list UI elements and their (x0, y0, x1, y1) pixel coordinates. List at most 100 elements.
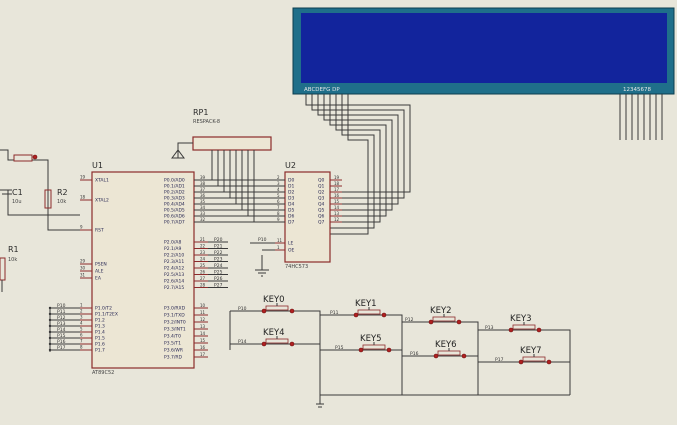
u2-pin-number: 13 (334, 211, 340, 216)
u2-pin-name: Q3 (318, 196, 325, 202)
u1-pin-number: 14 (200, 331, 206, 336)
u1-pin-name: P3.4/T0 (164, 334, 181, 340)
u1-pin-number: 31 (80, 273, 86, 278)
u1-pin-number: 35 (200, 199, 206, 204)
key-net-label: P17 (495, 357, 504, 363)
u2-pin-name: D1 (288, 184, 294, 190)
u1-pin-name: P2.1/A9 (164, 246, 181, 252)
u2-pin-name: Q4 (318, 202, 325, 208)
u1-pin-name: P0.3/AD3 (164, 196, 185, 202)
key-terminal-dot (428, 319, 434, 325)
u1-pin-number: 12 (200, 317, 206, 322)
u1-pin-name: P0.2/AD2 (164, 190, 185, 196)
key-terminal-dot (261, 308, 267, 314)
p2-net-label: P25 (214, 270, 223, 276)
p2-net-label: P24 (214, 263, 223, 269)
p1-net-label: P11 (57, 309, 66, 315)
key-cap (437, 350, 461, 356)
c1-value: 10u (12, 199, 22, 205)
u1-pin-number: 28 (200, 282, 206, 287)
u2-pin-name: Q5 (318, 208, 325, 214)
u1-pin-name: P3.0/RXD (164, 306, 186, 312)
u1-pin-name: P2.6/A14 (164, 279, 184, 285)
p2-net-label: P20 (214, 237, 223, 243)
u1-part: AT89C52 (92, 370, 114, 376)
u1-pin-number: 18 (80, 195, 86, 200)
u1-pin-number: 6 (80, 333, 83, 338)
u1-pin-number: 39 (200, 175, 206, 180)
u1-pin-name: P0.6/AD6 (164, 214, 185, 220)
u2-pin-number: 12 (334, 217, 340, 222)
u1-pin-name: P0.5/AD5 (164, 208, 185, 214)
key-cap (265, 305, 289, 311)
lcd-digit-pins (619, 94, 663, 140)
key-label: KEY0 (263, 295, 285, 305)
lcd-digit-labels: 12345678 (623, 87, 651, 93)
u1-pin-name: RST (95, 228, 104, 234)
u2-pin-name: D5 (288, 208, 294, 214)
keys: KEY0P10KEY4P14KEY1P11KEY5P15KEY2P12KEY6P… (238, 295, 555, 365)
u1-pin-number: 8 (80, 345, 83, 350)
key-cap (362, 344, 386, 350)
u2-pin-name: D7 (288, 220, 294, 226)
u1-pin-name: P1.7 (95, 348, 105, 354)
u1-pin-name: P1.6 (95, 342, 105, 348)
u2-pin-number: 4 (277, 187, 280, 192)
u1-pin-name: P3.3/INT1 (164, 327, 186, 333)
u2-pin-number: 19 (334, 175, 340, 180)
p1-net-label: P14 (57, 327, 66, 333)
u1-pin-name: P3.2/INT0 (164, 320, 186, 326)
key-net-label: P13 (485, 325, 494, 331)
u1-pin-number: 17 (200, 352, 206, 357)
u2-pin-number: 11 (277, 238, 283, 243)
p2-net-label: P22 (214, 250, 223, 256)
u1-pin-number: 15 (200, 338, 206, 343)
lcd-display: ABCDEFG DP 12345678 (292, 7, 675, 95)
reset-button (13, 154, 33, 162)
u2-pin-number: 5 (277, 193, 280, 198)
key-matrix-wiring (229, 310, 571, 408)
u2-pin-name: Q2 (318, 190, 325, 196)
lcd-screen (301, 13, 667, 83)
u2-pin-name: Q6 (318, 214, 325, 220)
u2-pin-number: 16 (334, 193, 340, 198)
key-terminal-dot (456, 319, 462, 325)
p2-net-label: P21 (214, 244, 223, 250)
u2-pin-number: 2 (277, 175, 280, 180)
u1-pin-number: 21 (200, 237, 206, 242)
key-terminal-dot (289, 308, 295, 314)
u1-mcu: U1 AT89C52 19XTAL118XTAL29RST29PSEN30ALE… (48, 161, 228, 376)
p1-net-label: P13 (57, 321, 66, 327)
r1-ref: R1 (8, 245, 19, 254)
p1-net-label: P15 (57, 333, 66, 339)
u1-pin-number: 3 (80, 315, 83, 320)
u2-pin-number: 14 (334, 205, 340, 210)
u2-pin-name: D6 (288, 214, 294, 220)
u2-pin-name: D2 (288, 190, 294, 196)
key-cap (357, 309, 381, 315)
key-net-label: P15 (335, 345, 344, 351)
u2-pin-number: 3 (277, 181, 280, 186)
u1-pin-name: XTAL2 (95, 198, 109, 204)
u1-pin-number: 22 (200, 243, 206, 248)
key-label: KEY6 (435, 340, 457, 350)
key-cap (512, 324, 536, 330)
u1-left-pins: 19XTAL118XTAL29RST29PSEN30ALE31EA1P1.0/T… (80, 175, 118, 354)
p1-net-label: P12 (57, 315, 66, 321)
u1-pin-number: 9 (80, 225, 83, 230)
reset-button-dot (32, 154, 38, 160)
r1-body (0, 257, 6, 281)
u2-pin-number: 6 (277, 199, 280, 204)
key-terminal-dot (518, 359, 524, 365)
key-label: KEY1 (355, 299, 377, 309)
key-terminal-dot (353, 312, 359, 318)
u1-pin-number: 5 (80, 327, 83, 332)
r2-body (44, 189, 52, 209)
u1-pin-name: XTAL1 (95, 178, 109, 184)
